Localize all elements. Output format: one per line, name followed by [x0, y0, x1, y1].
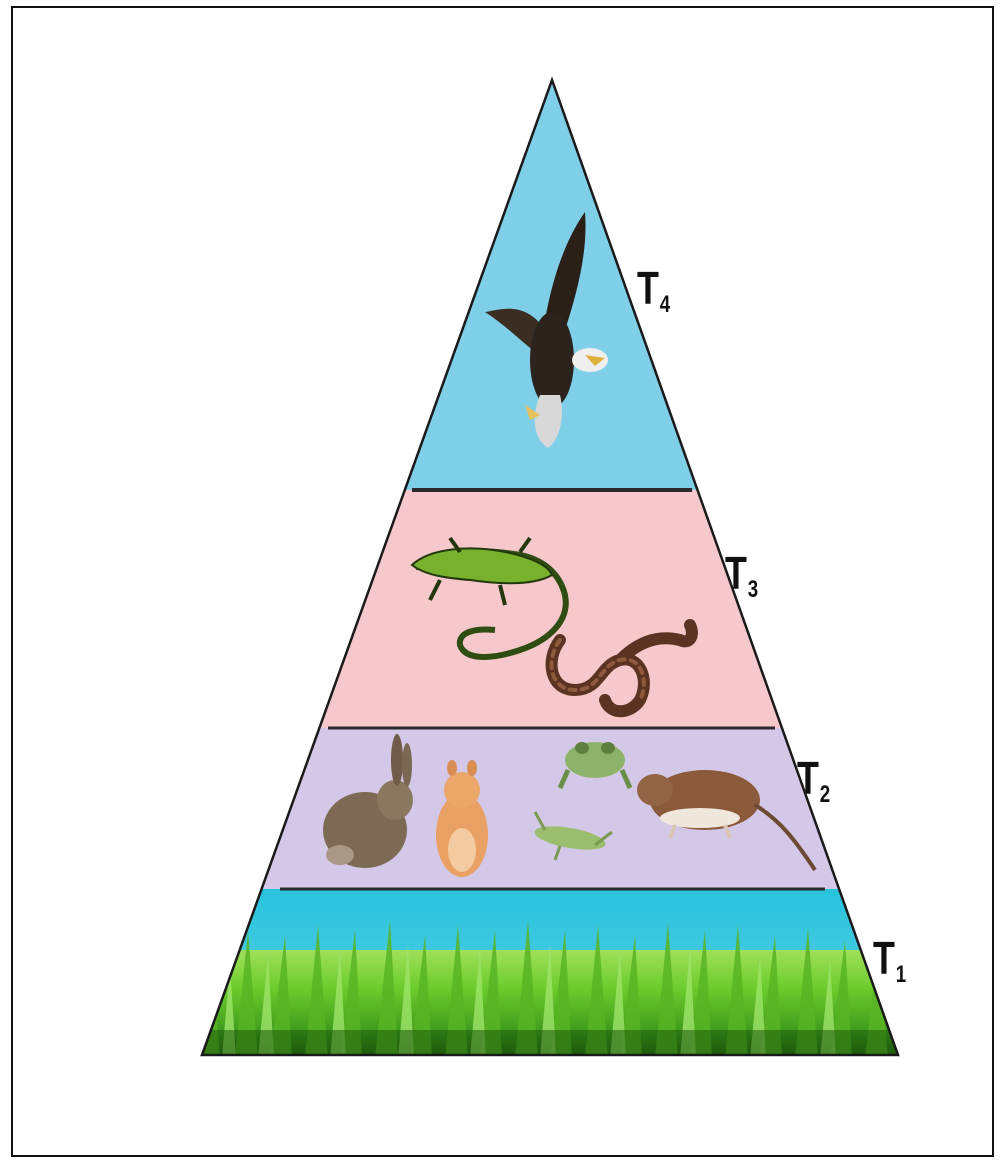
level-letter: T: [725, 547, 747, 599]
level-subscript: 4: [660, 291, 670, 318]
level-letter: T: [873, 932, 895, 984]
level-subscript: 1: [896, 961, 906, 988]
level-label-t1: T1: [873, 935, 906, 987]
level-t3-band: [150, 490, 950, 728]
level-label-t4: T4: [637, 265, 670, 317]
level-label-t3: T3: [725, 550, 758, 602]
level-subscript: 3: [748, 576, 758, 603]
level-letter: T: [637, 262, 659, 314]
level-label-t2: T2: [797, 755, 830, 807]
level-letter: T: [797, 752, 819, 804]
level-subscript: 2: [820, 781, 830, 808]
